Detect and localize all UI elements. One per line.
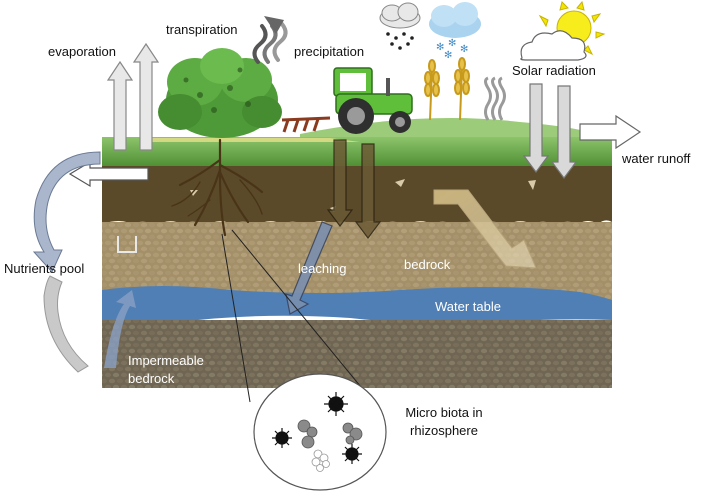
svg-text:✻: ✻ bbox=[444, 50, 452, 61]
water-runoff-arrow bbox=[579, 114, 642, 150]
label-water-table: Water table bbox=[435, 299, 501, 314]
shrub-icon bbox=[158, 48, 282, 138]
nutrient-marker bbox=[117, 236, 137, 253]
plough-icon bbox=[281, 116, 331, 133]
water-table-band bbox=[102, 286, 612, 324]
evaporation-arrows bbox=[106, 42, 160, 151]
label-micro-biota: Micro biota in rhizosphere bbox=[405, 405, 483, 438]
label-impermeable-bedrock: Impermeable bedrock bbox=[128, 353, 204, 386]
sun-cloud-icon bbox=[520, 0, 606, 61]
nutrients-cycle-arrow-top bbox=[32, 151, 101, 273]
sunlit-path bbox=[140, 138, 360, 142]
label-evaporation: evaporation bbox=[48, 44, 116, 59]
cloud-snow-icon: ✻✻✻✻ bbox=[429, 2, 481, 61]
label-leaching: leaching bbox=[298, 261, 347, 276]
svg-text:✻: ✻ bbox=[460, 44, 468, 55]
label-transpiration: transpiration bbox=[166, 22, 238, 37]
tractor-icon bbox=[333, 67, 413, 134]
svg-text:✻: ✻ bbox=[448, 38, 456, 49]
soil-outflow-arrow bbox=[68, 160, 149, 188]
label-water-runoff: water runoff bbox=[622, 151, 691, 166]
wheat-icon bbox=[424, 57, 470, 121]
precipitation-arrows bbox=[326, 139, 382, 239]
solar-radiation-arrows bbox=[522, 83, 578, 179]
rhizosphere-zoom-circle bbox=[253, 373, 387, 491]
topsoil-layer bbox=[102, 166, 612, 225]
label-nutrients-pool: Nutrients pool bbox=[4, 261, 85, 276]
transpiration-arrowhead bbox=[264, 16, 284, 34]
label-precipitation: precipitation bbox=[294, 44, 365, 59]
impermeable-bedrock-layer bbox=[102, 320, 612, 388]
label-bedrock: bedrock bbox=[404, 257, 451, 272]
svg-text:✻: ✻ bbox=[436, 42, 444, 53]
cloud-rain-icon bbox=[379, 2, 421, 50]
nutrients-uptake-arrow bbox=[104, 290, 136, 368]
tree-root-icon bbox=[171, 138, 264, 237]
label-solar-radiation: Solar radiation bbox=[512, 63, 596, 78]
transpiration-swirl-icon bbox=[252, 22, 288, 64]
microbe-icon bbox=[272, 392, 363, 472]
leaching-arrow bbox=[285, 221, 333, 315]
zoom-lines bbox=[221, 229, 371, 403]
heat-wave-icon bbox=[484, 76, 506, 121]
lateral-flow-arrow bbox=[433, 189, 537, 269]
nutrients-cycle-arrow-bottom bbox=[43, 275, 89, 373]
